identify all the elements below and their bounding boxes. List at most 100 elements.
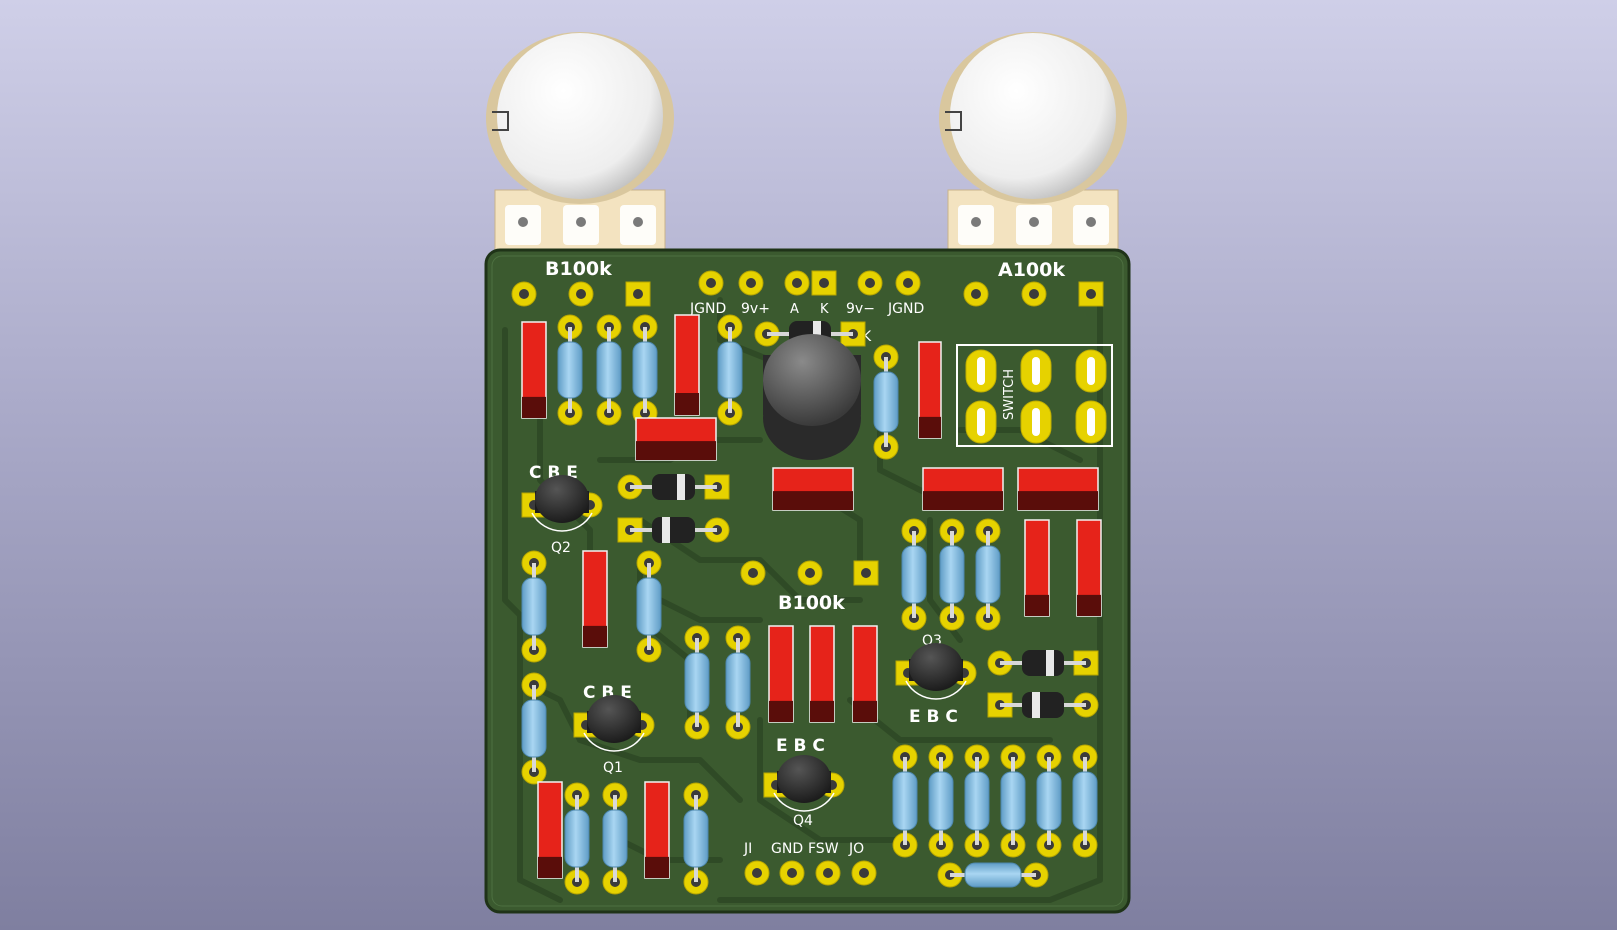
resistor-body bbox=[725, 652, 751, 713]
pad-drill bbox=[865, 278, 875, 288]
pad-drill bbox=[819, 278, 829, 288]
film-capacitor-shade bbox=[919, 416, 941, 438]
io-jo-label: JO bbox=[848, 841, 864, 857]
pot-right-label: A100k bbox=[998, 259, 1065, 281]
resistor-body bbox=[1072, 771, 1098, 831]
pad-drill bbox=[633, 289, 643, 299]
pad-drill bbox=[748, 568, 758, 578]
transistors bbox=[531, 475, 967, 812]
transistor-outline bbox=[531, 512, 593, 532]
pad-drill bbox=[805, 568, 815, 578]
diode-band bbox=[1046, 650, 1054, 676]
resistor-body bbox=[521, 699, 547, 758]
pad-drill bbox=[903, 278, 913, 288]
transistor-outline bbox=[583, 732, 645, 752]
film-capacitor-shade bbox=[923, 491, 1003, 510]
diodes bbox=[630, 321, 1086, 718]
resistor-body bbox=[683, 809, 709, 868]
film-capacitor-shade bbox=[773, 491, 853, 510]
resistor-body bbox=[636, 577, 662, 636]
header-9v-plus: 9v+ bbox=[741, 301, 770, 317]
pad-drill bbox=[1086, 289, 1096, 299]
pot-left bbox=[486, 32, 674, 251]
resistor-body bbox=[939, 545, 965, 604]
q4-name-label: Q4 bbox=[793, 813, 813, 829]
transistor-outline bbox=[773, 792, 835, 812]
film-capacitor-shade bbox=[583, 625, 607, 647]
transistor-body bbox=[535, 475, 589, 523]
diode-body bbox=[652, 474, 695, 500]
pad-drill bbox=[859, 868, 869, 878]
film-capacitor-shade bbox=[1018, 491, 1098, 510]
resistor-body bbox=[928, 771, 954, 831]
pad-drill bbox=[792, 278, 802, 288]
diode-body bbox=[652, 517, 695, 543]
resistor-body bbox=[717, 341, 743, 399]
knob-right bbox=[950, 33, 1116, 199]
film-capacitor-shade bbox=[522, 396, 546, 418]
pad-drill bbox=[787, 868, 797, 878]
resistor-body bbox=[1000, 771, 1026, 831]
resistor-body bbox=[964, 771, 990, 831]
header-k: K bbox=[820, 302, 829, 317]
q1-name-label: Q1 bbox=[603, 760, 623, 776]
film-capacitor-shade bbox=[1077, 594, 1101, 616]
header-9v-minus: 9v− bbox=[846, 301, 875, 317]
pad-drill bbox=[746, 278, 756, 288]
header-jgnd-right: JGND bbox=[887, 301, 924, 317]
diode-body bbox=[1022, 692, 1064, 718]
resistor-body bbox=[873, 371, 899, 433]
diode-band bbox=[662, 517, 670, 543]
diode-band bbox=[1032, 692, 1040, 718]
diode-k-label: K bbox=[862, 329, 872, 345]
pad-drill bbox=[519, 289, 529, 299]
pad-drill bbox=[1029, 289, 1039, 299]
pad-drill bbox=[971, 289, 981, 299]
resistor-body bbox=[975, 545, 1001, 604]
diode-band bbox=[677, 474, 685, 500]
resistor-body bbox=[901, 545, 927, 604]
resistor-body bbox=[632, 341, 658, 399]
electrolytic-capacitor bbox=[763, 334, 861, 460]
pot-left-label: B100k bbox=[545, 258, 612, 280]
q2-name-label: Q2 bbox=[551, 540, 571, 556]
header-jgnd-left: JGND bbox=[689, 301, 726, 317]
resistor-body bbox=[684, 652, 710, 713]
transistor-body bbox=[777, 755, 831, 803]
film-capacitor-shade bbox=[1025, 594, 1049, 616]
switch-label: SWITCH bbox=[1002, 369, 1017, 420]
footswitch: SWITCH bbox=[956, 344, 1113, 447]
io-fsw-label: FSW bbox=[808, 841, 839, 857]
pad-drill bbox=[576, 289, 586, 299]
film-capacitor-shade bbox=[645, 856, 669, 878]
header-a: A bbox=[790, 302, 799, 317]
diode-band bbox=[813, 321, 821, 347]
knob-left bbox=[497, 33, 663, 199]
film-capacitors bbox=[521, 314, 1102, 879]
q4-pins-label: E B C bbox=[776, 736, 825, 756]
resistor-body bbox=[596, 341, 622, 399]
film-capacitor-shade bbox=[636, 441, 716, 460]
film-capacitor-shade bbox=[538, 856, 562, 878]
io-ji-label: JI bbox=[743, 841, 752, 857]
resistors bbox=[521, 327, 1098, 888]
pad-drill bbox=[861, 568, 871, 578]
q3-pins-label: E B C bbox=[909, 707, 958, 727]
resistor-body bbox=[892, 771, 918, 831]
pad-drill bbox=[752, 868, 762, 878]
transistor-body bbox=[909, 643, 963, 691]
film-capacitor-shade bbox=[675, 393, 699, 415]
resistor-body bbox=[964, 862, 1022, 888]
film-capacitor-shade bbox=[853, 700, 877, 722]
pad-square bbox=[811, 270, 837, 296]
pot-right bbox=[939, 32, 1127, 251]
resistor-body bbox=[602, 809, 628, 868]
film-capacitor-shade bbox=[769, 700, 793, 722]
resistor-body bbox=[564, 809, 590, 868]
io-gnd-label: GND bbox=[771, 841, 803, 857]
pad-drill bbox=[706, 278, 716, 288]
transistor-outline bbox=[905, 680, 967, 700]
pot-center-label: B100k bbox=[778, 592, 845, 614]
resistor-body bbox=[521, 577, 547, 636]
